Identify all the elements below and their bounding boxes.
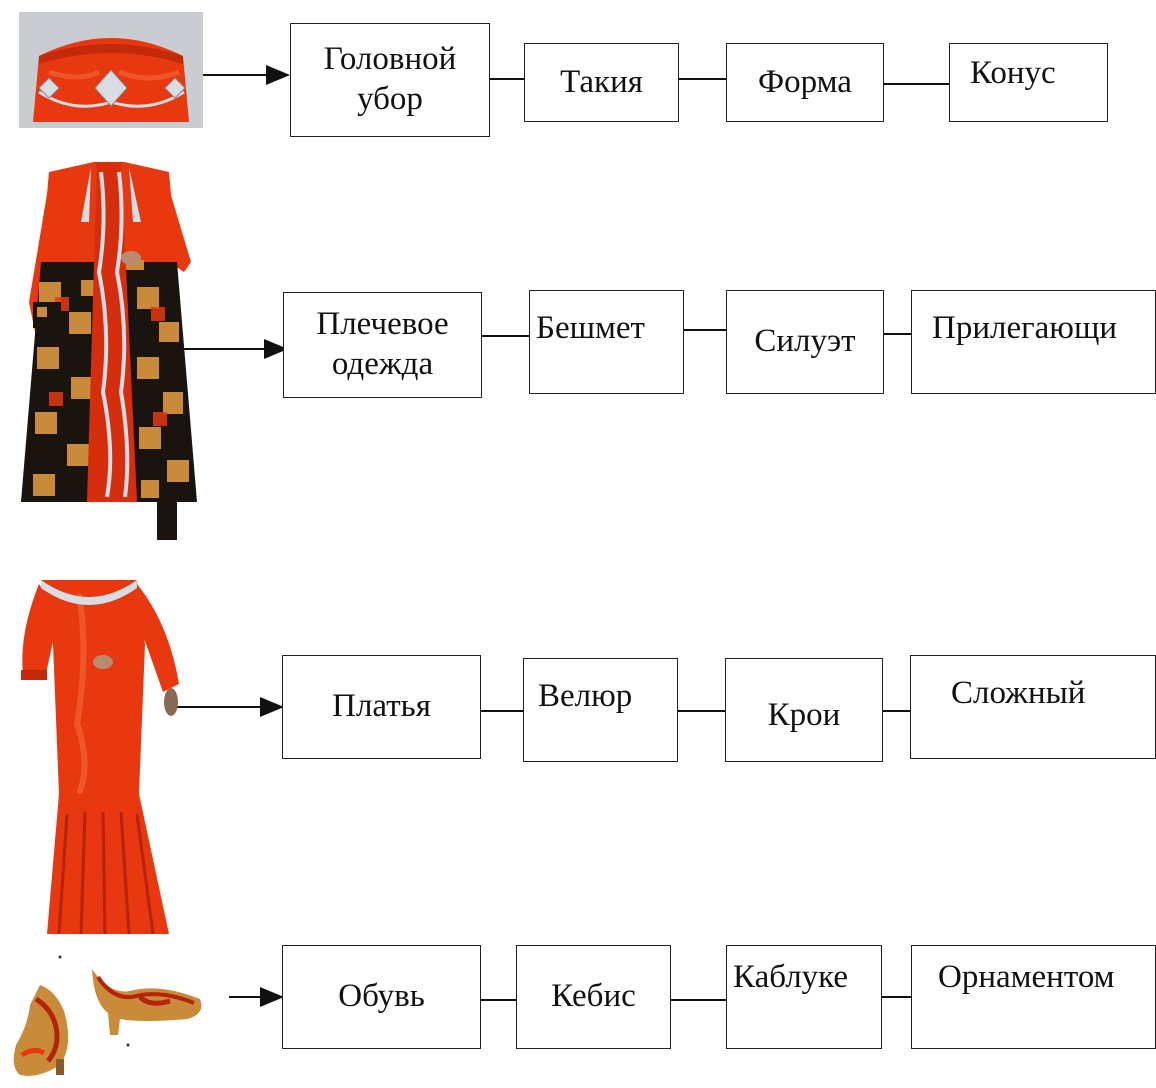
item-box-footwear: Обувь bbox=[282, 945, 481, 1049]
value-box-complex: Сложный bbox=[910, 655, 1156, 759]
attribute-box-shape: Форма bbox=[726, 43, 884, 122]
kebis-shoes-image bbox=[13, 955, 202, 1076]
attribute-box-silhouette: Силуэт bbox=[726, 290, 884, 394]
type-box-velour: Велюр bbox=[523, 658, 678, 762]
item-box-outerwear: Плечевое одежда bbox=[283, 292, 482, 398]
value-box-fitted: Прилегающи bbox=[911, 290, 1156, 394]
type-box-beshmet: Бешмет bbox=[529, 290, 684, 394]
value-box-ornament: Орнаментом bbox=[911, 945, 1156, 1049]
value-box-cone: Конус bbox=[949, 43, 1108, 122]
item-box-dress: Платья bbox=[282, 655, 481, 759]
type-box-kebis: Кебис bbox=[516, 945, 671, 1049]
attribute-box-cut: Крои bbox=[725, 658, 883, 762]
takiya-cap-image bbox=[19, 12, 203, 128]
item-box-headwear: Головной убор bbox=[290, 23, 490, 137]
attribute-box-heel: Каблуке bbox=[726, 945, 882, 1049]
velour-dress-image bbox=[21, 580, 179, 935]
type-box-takiya: Такия bbox=[524, 43, 679, 122]
beshmet-coat-image bbox=[21, 162, 197, 540]
